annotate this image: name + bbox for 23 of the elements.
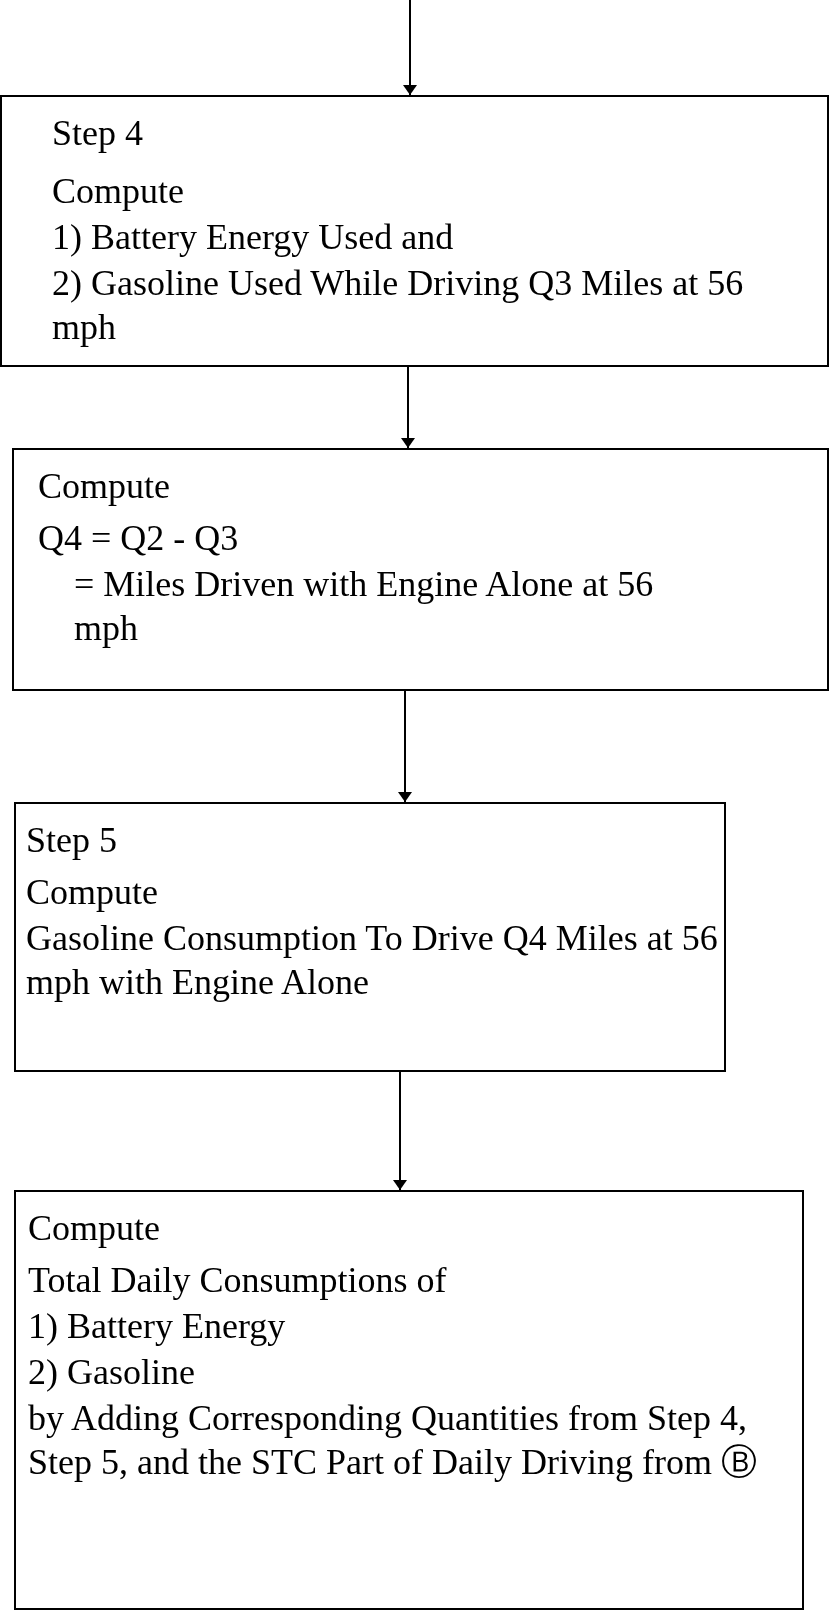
process-box <box>14 802 726 1072</box>
box-text: Gasoline Consumption To Drive Q4 Miles at 56 mph with Engine Alone <box>25 917 719 1004</box>
box-text: Compute <box>25 871 159 914</box>
box-text: 1) Battery Energy <box>27 1305 287 1348</box>
box-text: 2) Gasoline <box>27 1351 196 1394</box>
process-box <box>12 448 829 691</box>
arrow <box>401 366 415 449</box>
box-text: by Adding Corresponding Quantities from Step 4, Step 5, and the STC Part of Daily Driving from Ⓑ <box>27 1397 758 1484</box>
box-text: Step 4 <box>51 112 144 155</box>
arrow <box>393 1071 407 1191</box>
box-text: Q4 = Q2 - Q3 <box>37 517 240 560</box>
box-text: 2) Gasoline Used While Driving Q3 Miles at 56 mph <box>51 262 745 349</box>
box-text: Compute <box>27 1207 161 1250</box>
box-text: Compute <box>51 170 185 213</box>
box-text: Step 5 <box>25 819 118 862</box>
box-text: = Miles Driven with Engine Alone at 56 mph <box>73 563 655 650</box>
box-text: Compute <box>37 465 171 508</box>
box-text: Total Daily Consumptions of <box>27 1259 448 1302</box>
box-text: 1) Battery Energy Used and <box>51 216 455 259</box>
arrow <box>398 690 412 803</box>
arrow <box>403 0 417 96</box>
process-box <box>14 1190 804 1610</box>
process-box <box>0 95 829 367</box>
